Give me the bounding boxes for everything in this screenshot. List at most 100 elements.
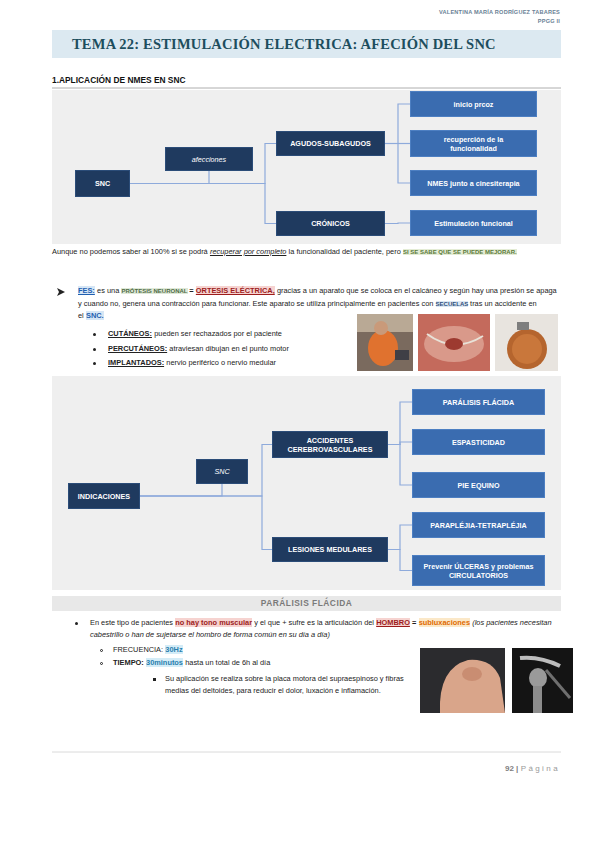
box-label: Prevenir ÚLCERAS y problemas CIRCULATORI… <box>417 562 540 580</box>
footer-rule <box>52 752 561 753</box>
highlight-text: ORTESIS ELÉCTRICA, <box>196 286 275 295</box>
list-item: FRECUENCIA:30Hz <box>113 644 403 656</box>
concept-box: ESPASTICIDAD <box>412 429 545 455</box>
highlight-text: subluxaciones <box>419 618 470 627</box>
box-label: LESIONES MEDULARES <box>288 545 372 554</box>
text-stack: PARAPLÉJIA-TETRAPLÉJIA <box>430 521 527 530</box>
concept-box: LESIONES MEDULARES <box>272 537 388 562</box>
concept-box: AGUDOS-SUBAGUDOS <box>276 131 385 156</box>
photo <box>418 314 490 371</box>
term-text: TIEMPO: <box>113 658 144 667</box>
text-run: Aunque no podemos saber al 100% si se po… <box>52 247 208 256</box>
photo-detail <box>395 350 409 360</box>
highlight-text: no hay tono muscular <box>175 618 252 627</box>
box-label: recuperción de la funcionalidad <box>435 135 512 153</box>
highlight-text: PRÓTESIS NEURONAL <box>121 288 187 294</box>
concept-box: ACCIDENTES CEREBROVASCULARES <box>272 431 388 458</box>
box-label: afecciones <box>192 155 226 164</box>
text-stack: CRÓNICOS <box>311 219 350 228</box>
text-run: y el que + sufre es la articulación del <box>254 618 374 627</box>
box-label: ACCIDENTES CEREBROVASCULARES <box>287 436 373 454</box>
paragraph: En este tipo de pacientesno hay tono mus… <box>90 617 561 640</box>
photo <box>495 314 558 371</box>
concept-box: NMES junto a cinesiterapia <box>410 170 537 196</box>
box-label: PARÁLISIS FLÁCIDA <box>261 599 353 608</box>
highlight-text: SNC. <box>86 311 104 320</box>
concept-box: afecciones <box>165 147 253 171</box>
paragraph: Aunque no podemos saber al 100% si se po… <box>52 246 561 259</box>
bullet-dot <box>93 348 96 351</box>
photo-detail <box>546 670 570 698</box>
author-header: VALENTINA MARÍA RODRÍGUEZ TABARES <box>439 9 560 15</box>
title-band: TEMA 22: ESTIMULACIÓN ELECTRICA: AFECIÓN… <box>52 30 561 58</box>
box-label: SNC <box>214 467 229 476</box>
text-stack: PIE EQUINO <box>458 481 500 490</box>
text-stack: LESIONES MEDULARES <box>288 545 372 554</box>
box-label: AGUDOS-SUBAGUDOS <box>290 139 371 148</box>
text-stack: ESPASTICIDAD <box>452 438 505 447</box>
section-rule <box>52 88 561 89</box>
text-stack: SNC <box>95 179 110 188</box>
text-stack: PARÁLISIS FLÁCIDA <box>261 599 353 608</box>
text-stack: Estimulación funcional <box>434 219 513 228</box>
photo <box>512 648 573 713</box>
text-run: atraviesan dibujan en el punto motor <box>169 344 289 353</box>
highlight-text: 30Hz <box>165 645 182 654</box>
connector-line <box>385 144 410 184</box>
text-run: hasta un total de 6h al día <box>185 658 270 667</box>
concept-box: Estimulación funcional <box>410 210 537 236</box>
list-item: Su aplicación se realiza sobre la placa … <box>165 673 415 696</box>
concept-box: CRÓNICOS <box>276 211 385 236</box>
photo-detail <box>533 686 542 713</box>
box-label: PARAPLÉJIA-TETRAPLÉJIA <box>430 521 527 530</box>
box-label: INDICACIONES <box>78 492 130 501</box>
photo-detail <box>512 334 542 364</box>
concept-box: PIE EQUINO <box>412 472 545 498</box>
text-run: la funcionalidad del paciente, pero <box>289 247 401 256</box>
concept-box: inicio prcoz <box>410 91 537 117</box>
photo <box>357 314 413 371</box>
concept-box: SNC <box>196 459 248 484</box>
page-footer: 92 |Página <box>505 764 560 773</box>
connector-line <box>130 171 209 184</box>
concept-box: PARAPLÉJIA-TETRAPLÉJIA <box>412 512 545 538</box>
highlight-text: SI SE SABE QUE SE PUEDE MEJORAR. <box>403 249 517 255</box>
text-run: = <box>189 286 193 295</box>
text-stack: ACCIDENTES CEREBROVASCULARES <box>287 436 373 454</box>
photo-detail <box>424 326 484 362</box>
box-label: inicio prcoz <box>454 100 494 109</box>
box-label: CRÓNICOS <box>311 219 350 228</box>
highlight-text: SECUELAS <box>436 301 469 307</box>
box-label: Estimulación funcional <box>434 219 513 228</box>
term-text: IMPLANTADOS: <box>108 358 164 367</box>
text-stack: Prevenir ÚLCERAS y problemas CIRCULATORI… <box>417 562 540 580</box>
highlight-text: 30minutos <box>146 658 183 667</box>
box-label: ESPASTICIDAD <box>452 438 505 447</box>
concept-box: Prevenir ÚLCERAS y problemas CIRCULATORI… <box>412 555 545 586</box>
section-band: PARÁLISIS FLÁCIDA <box>52 596 561 611</box>
connector-line <box>140 445 272 497</box>
box-label: NMES junto a cinesiterapia <box>427 179 519 188</box>
term-text: PERCUTÁNEOS: <box>108 344 167 353</box>
term-text: CUTÁNEOS: <box>108 329 152 338</box>
bullet-ring <box>100 662 103 665</box>
photo-detail <box>520 658 560 666</box>
text-stack: inicio prcoz <box>454 100 494 109</box>
text-stack: NMES junto a cinesiterapia <box>427 179 519 188</box>
page-title: TEMA 22: ESTIMULACIÓN ELECTRICA: AFECIÓN… <box>52 36 496 53</box>
text-run: = <box>412 618 416 627</box>
bullet-ring <box>100 649 103 652</box>
connector-line <box>388 402 412 445</box>
photo-detail <box>374 321 388 335</box>
course-header: PPGG II <box>538 18 560 24</box>
text-run: Su aplicación se realiza sobre la placa … <box>165 674 404 695</box>
box-label: PIE EQUINO <box>458 481 500 490</box>
concept-box: INDICACIONES <box>68 483 140 509</box>
photo-detail <box>440 660 505 713</box>
photo-detail <box>462 667 482 681</box>
box-label: SNC <box>95 179 110 188</box>
bullet-dot <box>93 333 96 336</box>
concept-box: PARÁLISIS FLÁCIDA <box>412 389 545 415</box>
